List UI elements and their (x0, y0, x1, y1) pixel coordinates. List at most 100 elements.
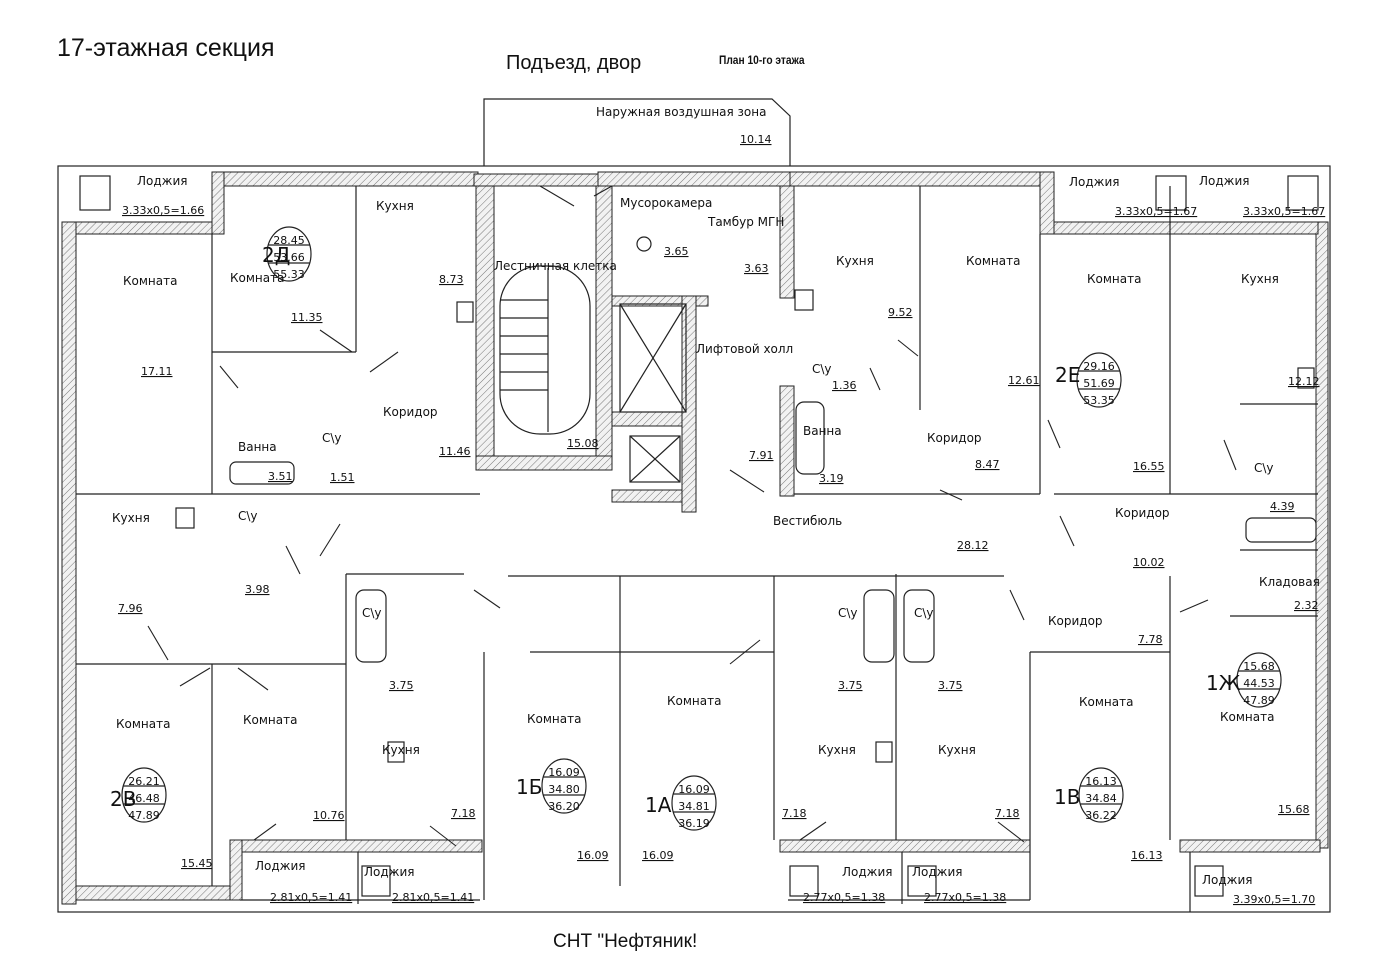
apartment-badges (121, 226, 1282, 831)
room-area: 16.55 (1133, 460, 1165, 473)
room-label: Лоджия (1199, 174, 1250, 188)
apartment-living-area: 15.68 (1243, 660, 1275, 673)
apartment-total-area: 51.69 (1083, 377, 1115, 390)
room-area: 15.45 (181, 857, 213, 870)
apartment-living-area: 16.09 (548, 766, 580, 779)
room-area: 2.81x0,5=1.41 (270, 891, 352, 904)
room-label: Кухня (382, 743, 420, 757)
apartment-total-with-loggia: 53.35 (1083, 394, 1115, 407)
entrance-label: Подъезд, двор (506, 52, 642, 74)
room-area: 3.39x0,5=1.70 (1233, 893, 1315, 906)
room-label: С\у (914, 606, 934, 620)
room-area: 1.51 (330, 471, 355, 484)
apartment-total-area: 34.80 (548, 783, 580, 796)
apartment-total-with-loggia: 36.19 (678, 817, 710, 830)
apartment-code: 2Е (1055, 363, 1080, 387)
room-area: 2.81x0,5=1.41 (392, 891, 474, 904)
fixtures (79, 175, 1319, 897)
apartment-total-area: 46.48 (128, 792, 160, 805)
apartments-layer: 2Д28.4553.6655.332В26.2146.4847.891Б16.0… (110, 234, 1275, 830)
vestibule-mgn-label: Тамбур МГН (707, 215, 784, 229)
room-area: 3.33x0,5=1.67 (1243, 205, 1325, 218)
outer-air-zone-outline (483, 98, 791, 166)
vestibule-mgn-area: 3.63 (744, 262, 769, 275)
outer-air-zone-label: Наружная воздушная зона (596, 105, 766, 119)
room-label: Лоджия (912, 865, 963, 879)
section-title: 17-этажная секция (57, 34, 275, 62)
room-label: Кухня (1241, 272, 1279, 286)
staircase-label: Лестничная клетка (494, 259, 617, 273)
room-label: Комната (230, 271, 284, 285)
room-label: Комната (1087, 272, 1141, 286)
apartment-total-with-loggia: 36.20 (548, 800, 580, 813)
room-label: Кухня (376, 199, 414, 213)
elevator-hall-label: Лифтовой холл (696, 342, 793, 356)
room-label: Коридор (927, 431, 982, 445)
room-label: Комната (116, 717, 170, 731)
zone-labels: Наружная воздушная зона 10.14 Лестничная… (494, 105, 989, 552)
room-label: Лоджия (1069, 175, 1120, 189)
room-label: Комната (1079, 695, 1133, 709)
room-label: С\у (812, 362, 832, 376)
apartment-total-with-loggia: 47.89 (1243, 694, 1275, 707)
apartment-living-area: 29.16 (1083, 360, 1115, 373)
room-area: 3.33x0,5=1.66 (122, 204, 204, 217)
room-label: С\у (322, 431, 342, 445)
room-area: 2.32 (1294, 599, 1319, 612)
room-area: 16.09 (642, 849, 674, 862)
room-label: Ванна (238, 440, 277, 454)
apartment-living-area: 16.09 (678, 783, 710, 796)
room-area: 7.18 (451, 807, 476, 820)
apartment-total-with-loggia: 47.89 (128, 809, 160, 822)
room-label: Комната (123, 274, 177, 288)
bottom-label: СНТ "Нефтяник! (553, 931, 698, 952)
partitions (76, 186, 1318, 912)
room-area: 2.77x0,5=1.38 (924, 891, 1006, 904)
room-label: Лоджия (364, 865, 415, 879)
room-label: С\у (238, 509, 258, 523)
exterior-walls (61, 171, 1329, 905)
room-label: Коридор (1115, 506, 1170, 520)
apartment-code: 1Ж (1206, 671, 1241, 695)
room-label: С\у (1254, 461, 1274, 475)
room-area: 3.98 (245, 583, 270, 596)
room-area: 3.75 (938, 679, 963, 692)
room-label: Комната (1220, 710, 1274, 724)
room-label: Комната (667, 694, 721, 708)
room-label: Кухня (112, 511, 150, 525)
apartment-code: 1Б (516, 775, 542, 799)
room-label: Кладовая (1259, 575, 1320, 589)
floor-plan-title: План 10-го этажа (719, 53, 805, 67)
rooms-layer: Лоджия3.33x0,5=1.66Комната17.11Комната11… (112, 174, 1325, 906)
room-label: Ванна (803, 424, 842, 438)
room-area: 15.68 (1278, 803, 1310, 816)
room-area: 16.09 (577, 849, 609, 862)
room-area: 8.47 (975, 458, 1000, 471)
room-area: 3.75 (838, 679, 863, 692)
room-label: Кухня (938, 743, 976, 757)
room-label: С\у (838, 606, 858, 620)
room-label: Кухня (836, 254, 874, 268)
apartment-code: 2Д (262, 243, 290, 267)
room-area: 12.61 (1008, 374, 1040, 387)
apartment-code: 1В (1054, 785, 1080, 809)
room-area: 8.73 (439, 273, 464, 286)
apartment-total-area: 44.53 (1243, 677, 1275, 690)
room-area: 7.78 (1138, 633, 1163, 646)
apartment-total-with-loggia: 36.22 (1085, 809, 1117, 822)
room-label: Комната (966, 254, 1020, 268)
apartment-total-area: 34.84 (1085, 792, 1117, 805)
room-area: 10.02 (1133, 556, 1165, 569)
apartment-living-area: 28.45 (273, 234, 305, 247)
room-area: 3.75 (389, 679, 414, 692)
room-area: 9.52 (888, 306, 913, 319)
garbage-label: Мусорокамера (620, 196, 712, 210)
garbage-area: 3.65 (664, 245, 689, 258)
room-label: Коридор (1048, 614, 1103, 628)
core (475, 185, 795, 513)
building-outline (57, 165, 1331, 913)
room-area: 4.39 (1270, 500, 1295, 513)
room-area: 2.77x0,5=1.38 (803, 891, 885, 904)
room-label: Кухня (818, 743, 856, 757)
